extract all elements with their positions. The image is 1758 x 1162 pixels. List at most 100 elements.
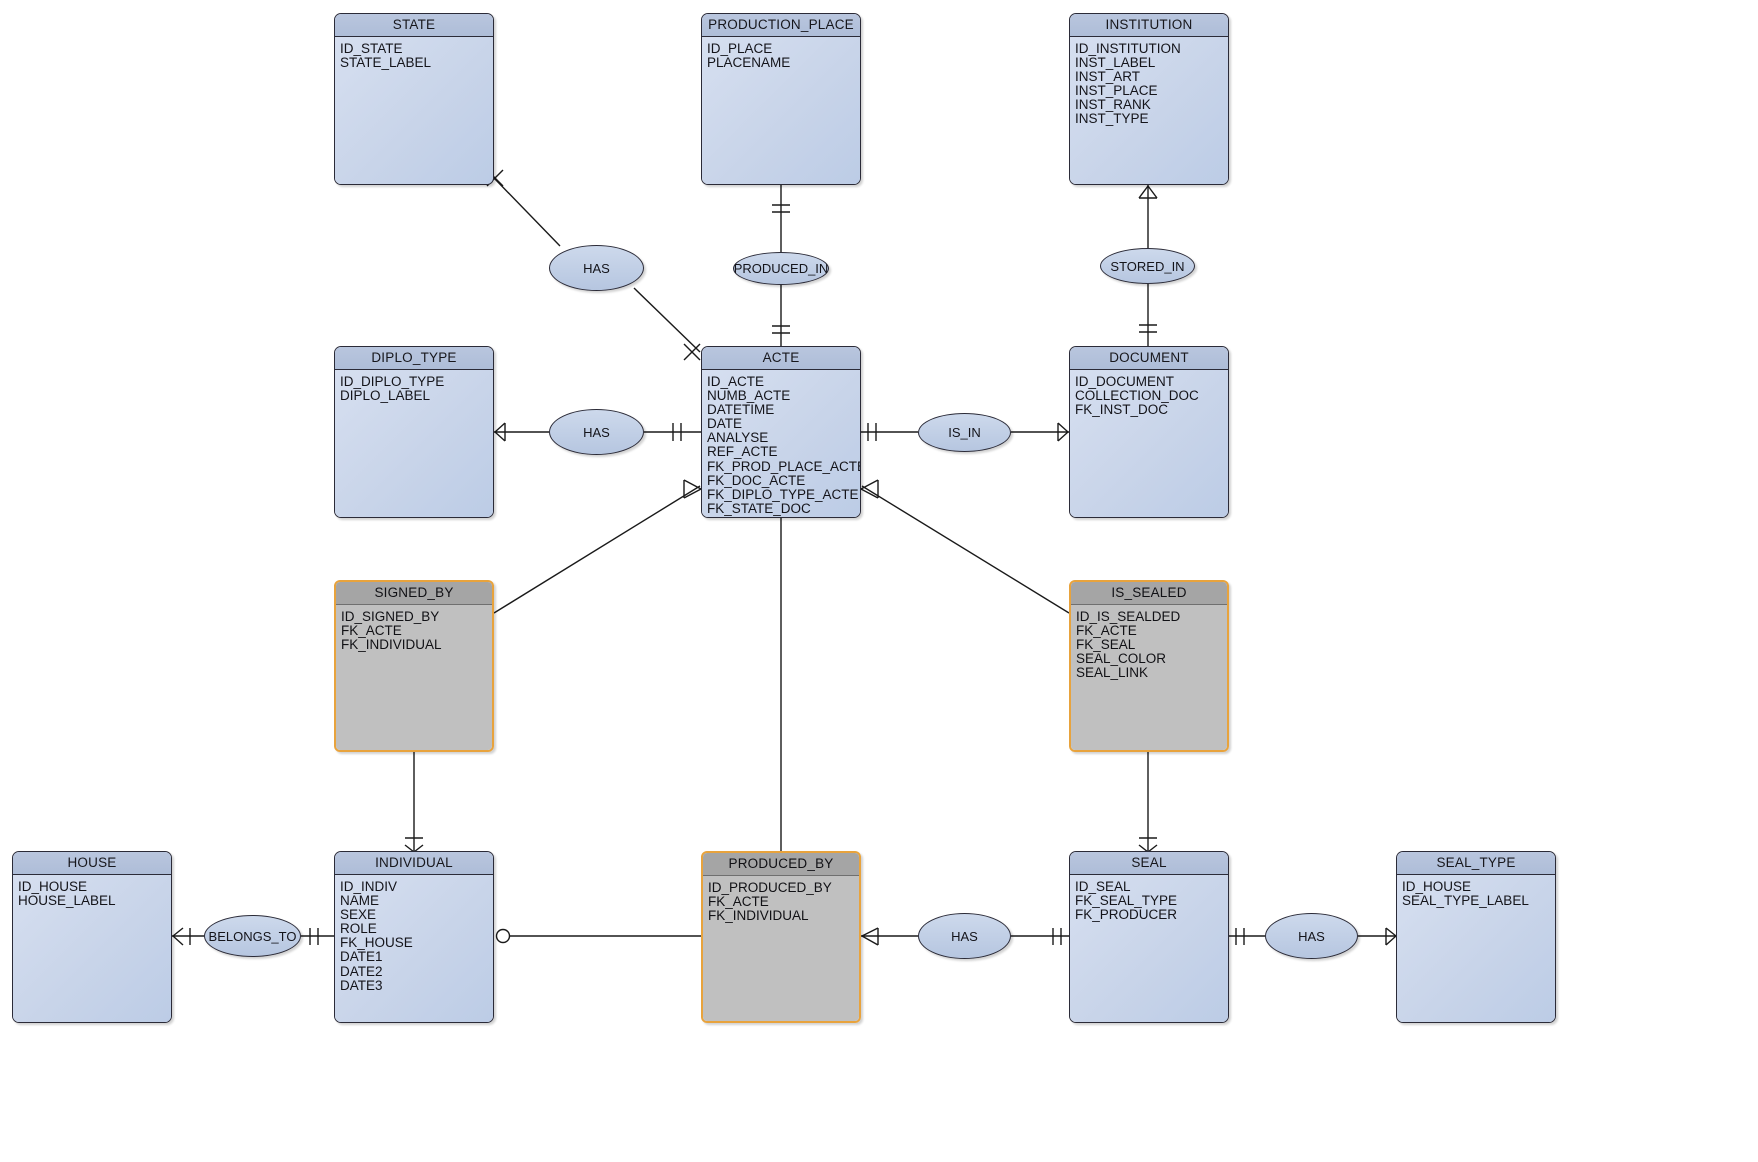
relationship-rel_has_state[interactable]: HAS bbox=[549, 245, 644, 291]
entity-attribute: DATE1 bbox=[340, 949, 383, 965]
entity-attribute: ANALYSE bbox=[707, 430, 769, 446]
crowsfoot-acte-state bbox=[683, 343, 701, 361]
entity-attribute: SEAL_LINK bbox=[1076, 665, 1149, 681]
entity-attribute: ID_HOUSE bbox=[18, 879, 88, 894]
entity-title: STATE bbox=[335, 14, 493, 37]
entity-attribute: ID_SIGNED_BY bbox=[341, 609, 440, 624]
relationship-rel_has_produced[interactable]: HAS bbox=[918, 913, 1011, 959]
edge-state-has bbox=[493, 177, 561, 247]
relationship-label: HAS bbox=[583, 424, 610, 440]
entity-title: PRODUCTION_PLACE bbox=[702, 14, 860, 37]
crowsfoot-diplo bbox=[494, 422, 506, 442]
entity-attribute: SEAL_TYPE_LABEL bbox=[1402, 893, 1529, 909]
crowsfoot-acte-sealed bbox=[860, 479, 879, 499]
crowsfoot-producedby-right bbox=[861, 927, 879, 946]
entity-attribute: DATETIME bbox=[707, 402, 775, 418]
entity-attribute: ID_STATE bbox=[340, 41, 403, 56]
entity-title: DIPLO_TYPE bbox=[335, 347, 493, 370]
crowsfoot-institution bbox=[1138, 185, 1158, 199]
relationship-label: HAS bbox=[583, 260, 610, 276]
entity-attribute: SEAL_COLOR bbox=[1076, 651, 1167, 667]
relationship-label: PRODUCED_IN bbox=[733, 261, 829, 276]
edge-has-acte bbox=[633, 287, 701, 353]
entity-attribute: FK_STATE_DOC bbox=[707, 500, 811, 516]
entity-attribute: ID_DIPLO_TYPE bbox=[340, 374, 445, 389]
edge-signedby-acte bbox=[493, 485, 701, 614]
entity-attribute: FK_SEAL bbox=[1076, 637, 1136, 653]
entity-attribute: COLLECTION_DOC bbox=[1075, 388, 1199, 404]
relationship-rel_produced_in[interactable]: PRODUCED_IN bbox=[733, 252, 829, 285]
entity-attribute: FK_ACTE bbox=[1076, 623, 1137, 639]
entity-attribute: DATE3 bbox=[340, 977, 383, 993]
entity-attribute: FK_INDIVIDUAL bbox=[708, 908, 809, 924]
entity-attribute: HOUSE_LABEL bbox=[18, 893, 116, 909]
entity-attribute: FK_ACTE bbox=[708, 894, 769, 910]
entity-attribute: INST_RANK bbox=[1075, 97, 1151, 113]
entity-attribute: ID_HOUSE bbox=[1402, 879, 1472, 894]
crowsfoot-document-left bbox=[1057, 422, 1069, 442]
entity-attribute: INST_PLACE bbox=[1075, 83, 1158, 99]
entity-attribute: FK_ACTE bbox=[341, 623, 402, 639]
entity-attribute: FK_INDIVIDUAL bbox=[341, 637, 442, 653]
entity-title: PRODUCED_BY bbox=[703, 853, 859, 876]
crowsfoot-sealtype-left bbox=[1385, 927, 1397, 946]
entity-title: ACTE bbox=[702, 347, 860, 370]
entity-attribute: FK_PRODUCER bbox=[1075, 907, 1178, 923]
entity-title: SEAL_TYPE bbox=[1397, 852, 1555, 875]
entity-attribute: FK_DOC_ACTE bbox=[707, 472, 806, 488]
entity-attribute: FK_HOUSE bbox=[340, 935, 413, 951]
crowsfoot-acte-signed bbox=[683, 479, 702, 499]
crowsfoot-individual-top bbox=[404, 837, 424, 853]
entity-attribute: DATE bbox=[707, 416, 743, 432]
entity-attribute: FK_INST_DOC bbox=[1075, 402, 1169, 418]
entity-attribute: DATE2 bbox=[340, 963, 383, 979]
entity-attribute: INST_LABEL bbox=[1075, 55, 1156, 71]
crowsfoot-seal-top bbox=[1138, 837, 1158, 853]
entity-attribute: ID_IS_SEALDED bbox=[1076, 609, 1181, 624]
entity-attribute: FK_SEAL_TYPE bbox=[1075, 893, 1178, 909]
entity-attribute: ID_PRODUCED_BY bbox=[708, 880, 832, 895]
entity-attribute: STATE_LABEL bbox=[340, 55, 432, 71]
entity-attribute: PLACENAME bbox=[707, 55, 791, 71]
relationship-rel_is_in[interactable]: IS_IN bbox=[918, 413, 1011, 452]
entity-title: INSTITUTION bbox=[1070, 14, 1228, 37]
relationship-rel_has_diplo[interactable]: HAS bbox=[549, 409, 644, 455]
relationship-rel_has_sealtype[interactable]: HAS bbox=[1265, 913, 1358, 959]
entity-attribute: ID_SEAL bbox=[1075, 879, 1131, 894]
entity-attribute: DIPLO_LABEL bbox=[340, 388, 431, 404]
relationship-rel_stored_in[interactable]: STORED_IN bbox=[1100, 248, 1195, 284]
entity-attribute: NUMB_ACTE bbox=[707, 388, 791, 404]
relationship-label: BELONGS_TO bbox=[208, 928, 297, 944]
entity-attribute: ID_ACTE bbox=[707, 374, 765, 389]
entity-attribute: REF_ACTE bbox=[707, 444, 778, 460]
entity-attribute: ROLE bbox=[340, 921, 377, 937]
entity-title: HOUSE bbox=[13, 852, 171, 875]
entity-title: INDIVIDUAL bbox=[335, 852, 493, 875]
entity-attribute: INST_TYPE bbox=[1075, 111, 1149, 127]
relationship-rel_belongs_to[interactable]: BELONGS_TO bbox=[204, 915, 301, 957]
entity-attribute: SEXE bbox=[340, 907, 377, 923]
